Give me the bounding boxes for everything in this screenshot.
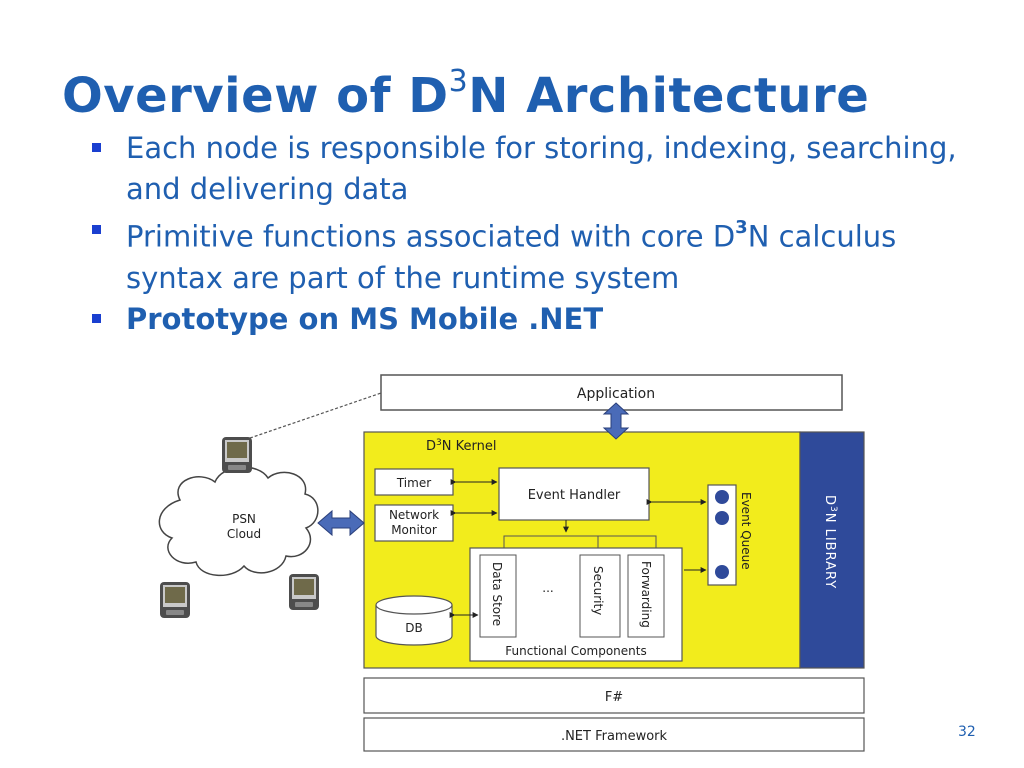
dashed-connector [249, 392, 382, 439]
fsharp-box [363, 677, 865, 714]
data-store-label: Data Store [490, 562, 504, 626]
security-box [579, 554, 621, 638]
bullet-item: Prototype on MS Mobile .NET [90, 299, 990, 340]
event-handler-label: Event Handler [528, 488, 621, 503]
bullet-item: Each node is responsible for storing, in… [90, 128, 990, 210]
application-label: Application [577, 386, 655, 402]
event-handler-box [498, 467, 650, 521]
bullet-marker-icon [92, 143, 101, 152]
psn-label-2: Cloud [227, 527, 261, 541]
bullet-item: Primitive functions associated with core… [90, 210, 990, 299]
network-monitor-label-2: Monitor [391, 523, 437, 537]
db-cylinder [375, 605, 453, 646]
queue-item-icon [715, 490, 729, 504]
security-label: Security [591, 566, 605, 615]
kernel-label: D3N Kernel [426, 438, 496, 454]
timer-label: Timer [396, 476, 431, 490]
network-monitor-label-1: Network [389, 508, 439, 522]
fsharp-label: F# [605, 690, 623, 705]
slide-title: Overview of D3N Architecture [62, 64, 870, 124]
queue-item-icon [715, 565, 729, 579]
db-cylinder-top [375, 595, 453, 615]
phone-icon [289, 574, 319, 610]
bullet-list: Each node is responsible for storing, in… [90, 128, 990, 340]
functional-components-label: Functional Components [505, 644, 646, 658]
bracket-connector [503, 535, 657, 548]
phone-icon [160, 582, 190, 618]
db-label: DB [405, 621, 422, 635]
phone-icon [222, 437, 252, 473]
ellipsis-label: ... [542, 581, 553, 595]
dotnet-box [363, 717, 865, 752]
app-kernel-arrow [602, 402, 630, 440]
data-store-box [479, 554, 517, 638]
psn-label-1: PSN [232, 512, 256, 526]
dotnet-label: .NET Framework [561, 729, 668, 744]
forwarding-box [627, 554, 665, 638]
event-queue-label: Event Queue [739, 492, 753, 570]
bullet-marker-icon [92, 313, 101, 323]
forwarding-label: Forwarding [639, 561, 653, 628]
queue-item-icon [715, 511, 729, 525]
cloud-kernel-arrow [317, 509, 365, 537]
page-number: 32 [958, 724, 976, 740]
network-monitor-box [374, 504, 454, 542]
library-box [799, 431, 865, 669]
bullet-marker-icon [92, 225, 101, 234]
library-label: D3N LIBRARY [822, 495, 838, 589]
application-box [380, 374, 843, 411]
